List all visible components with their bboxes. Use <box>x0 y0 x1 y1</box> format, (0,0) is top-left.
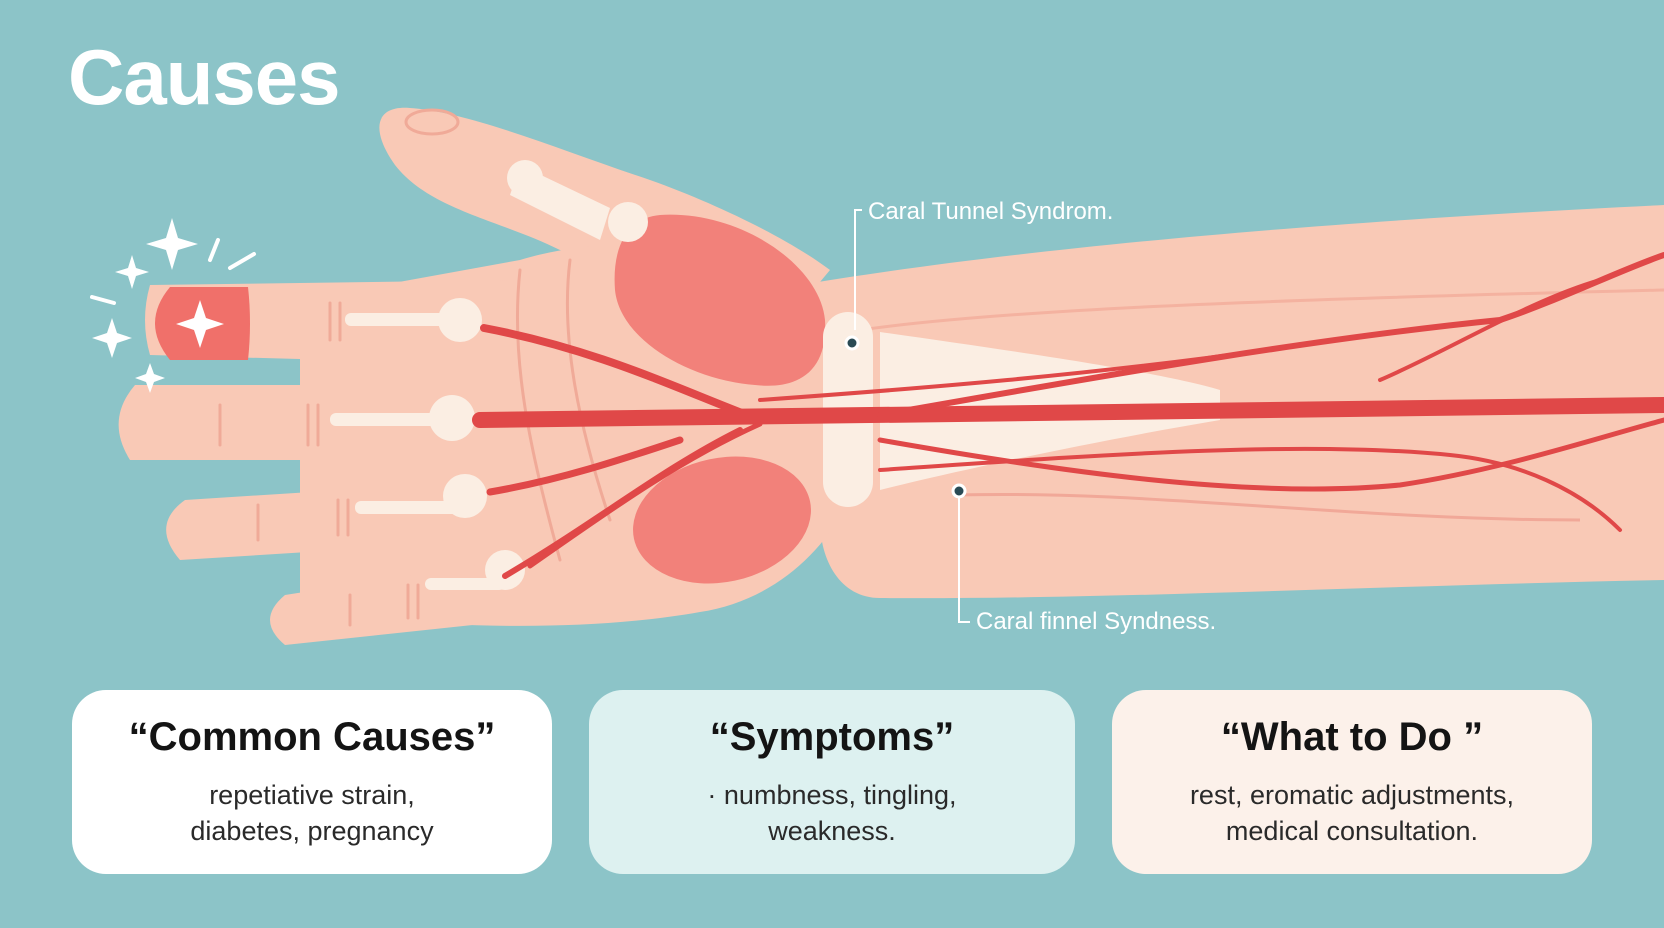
callout-pointer-bottom <box>951 483 970 623</box>
ring-finger <box>166 480 500 560</box>
card-body: · numbness, tingling, weakness. <box>707 780 957 846</box>
page-title: Causes <box>68 33 340 121</box>
callout-label-top: Caral Tunnel Syndrom. <box>868 198 1114 225</box>
finger-creases <box>218 258 612 627</box>
motion-lines <box>90 238 256 305</box>
card-title: “Symptoms” <box>709 715 955 759</box>
forearm <box>800 205 1664 599</box>
callout-label-bottom: Caral finnel Syndness. <box>976 608 1217 635</box>
card-title: “What to Do ” <box>1220 715 1484 759</box>
hypothenar-muscle <box>633 456 811 584</box>
what-to-do-card: “What to Do ” rest, eromatic adjustments… <box>1112 690 1592 874</box>
finger-bones <box>330 160 648 590</box>
sparkle-icon <box>92 218 224 393</box>
thumb-nail <box>404 108 460 136</box>
thenar-muscle <box>614 214 826 386</box>
card-body: repetiative strain, diabetes, pregnancy <box>190 780 434 846</box>
common-causes-card: “Common Causes” repetiative strain, diab… <box>72 690 552 874</box>
card-body: rest, eromatic adjustments, medical cons… <box>1189 780 1515 846</box>
callout-pointer-top <box>844 209 862 351</box>
forearm-highlight <box>859 288 1664 332</box>
symptoms-card: “Symptoms” · numbness, tingling, weaknes… <box>589 690 1075 874</box>
card-title: “Common Causes” <box>128 715 496 759</box>
forearm-contour <box>959 492 1581 522</box>
median-nerve <box>472 252 1664 579</box>
